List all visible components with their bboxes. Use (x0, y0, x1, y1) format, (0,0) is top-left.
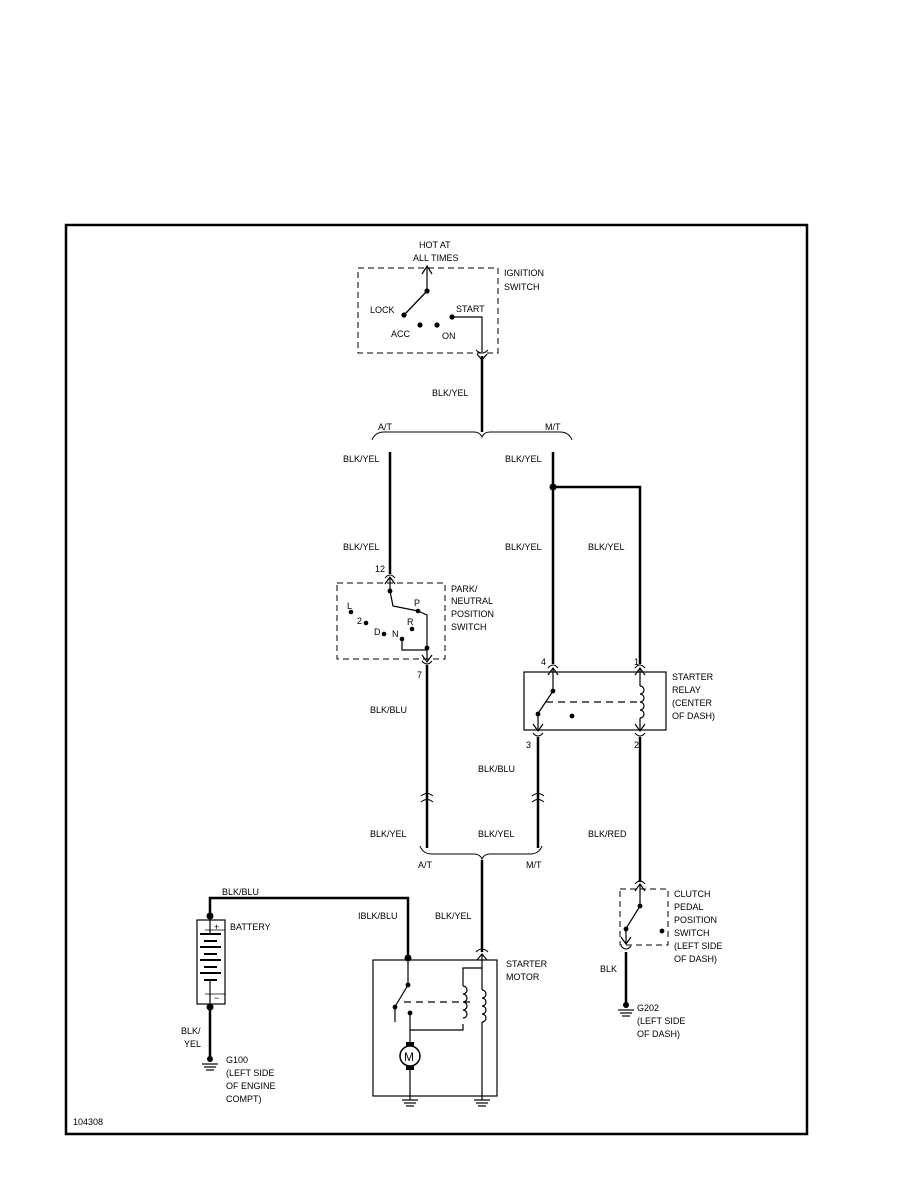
bottom-split-at-label: A/T (418, 860, 433, 870)
bottom-split-mt-label: M/T (526, 860, 542, 870)
g202-label-2: (LEFT SIDE (637, 1016, 685, 1026)
ignition-hot-label-1: HOT AT (419, 240, 451, 250)
wire-label-pnp-lower: BLK/YEL (370, 829, 407, 839)
relay-pin-3: 3 (526, 740, 531, 750)
ground-starter-2-icon (474, 1096, 490, 1107)
wire-label-battery-neg-1: BLK/ (181, 1026, 201, 1036)
g100-label-1: G100 (226, 1055, 248, 1065)
clutch-label-3: POSITION (674, 915, 717, 925)
relay-pin-1: 1 (634, 657, 639, 667)
relay-label-2: RELAY (672, 685, 701, 695)
relay-pin-4: 4 (541, 657, 546, 667)
relay-label-4: OF DASH) (672, 711, 715, 721)
transmission-split-top: A/T M/T (371, 422, 573, 441)
ground-g100-icon (202, 1056, 218, 1071)
wire-label-battery-neg-2: YEL (184, 1039, 201, 1049)
pnp-label-4: SWITCH (451, 622, 487, 632)
wire-label-starter-in: BLK/YEL (435, 911, 472, 921)
wire-label-ign-out: BLK/YEL (432, 388, 469, 398)
pnp-label-3: POSITION (451, 609, 494, 619)
wire-label-battery: BLK/BLU (222, 887, 259, 897)
park-neutral-switch: 12 L 2 D N R P PARK/ NEUTRAL POSITION SW… (336, 564, 494, 680)
ignition-acc-label: ACC (391, 329, 411, 339)
clutch-label-5: (LEFT SIDE (674, 941, 722, 951)
pnp-pin-7: 7 (417, 670, 422, 680)
pnp-pos-d: D (374, 627, 381, 637)
battery-minus: − (214, 993, 219, 1003)
pnp-pin-12: 12 (375, 564, 385, 574)
ignition-lock-label: LOCK (370, 305, 395, 315)
clutch-label-4: SWITCH (674, 928, 710, 938)
starter-motor: IBLK/BLU M STARTER MOTOR (358, 911, 548, 1097)
pnp-pos-l: L (347, 601, 352, 611)
wire-label-relay-3: BLK/BLU (478, 764, 515, 774)
g100-label-2: (LEFT SIDE (226, 1068, 274, 1078)
pnp-pos-2: 2 (357, 616, 362, 626)
clutch-label-2: PEDAL (674, 902, 704, 912)
relay-label-3: (CENTER (672, 698, 712, 708)
wire-label-pnp-out: BLK/BLU (370, 705, 407, 715)
g100-label-3: OF ENGINE (226, 1081, 276, 1091)
ignition-start-label: START (456, 304, 485, 314)
clutch-label-1: CLUTCH (674, 889, 711, 899)
ground-starter-1-icon (402, 1096, 418, 1107)
starter-motor-label-2: MOTOR (506, 972, 540, 982)
relay-pin-2: 2 (634, 740, 639, 750)
top-split-mt-label: M/T (545, 422, 561, 432)
clutch-label-6: OF DASH) (674, 954, 717, 964)
diagram-frame (64, 223, 809, 1136)
pnp-pos-p: P (414, 598, 420, 608)
wire-label-relay-2: BLK/RED (588, 829, 627, 839)
wire-label-starter-battery: IBLK/BLU (358, 911, 398, 921)
ignition-switch-label-1: IGNITION (504, 268, 544, 278)
wire-label-mt-3: BLK/YEL (588, 542, 625, 552)
figure-id: 104308 (73, 1117, 103, 1127)
g202-label-3: OF DASH) (637, 1029, 680, 1039)
g202-label-1: G202 (637, 1003, 659, 1013)
motor-symbol: M (404, 1050, 414, 1064)
pnp-label-2: NEUTRAL (451, 596, 493, 606)
battery: BLK/BLU + − BATTERY BLK/ YEL (181, 887, 410, 1058)
battery-label: BATTERY (230, 922, 271, 932)
wire-label-at-1: BLK/YEL (343, 454, 380, 464)
wire-label-mt-1: BLK/YEL (505, 454, 542, 464)
transmission-split-bottom: A/T M/T (418, 845, 543, 870)
wire-label-relay-3-lower: BLK/YEL (478, 829, 515, 839)
clutch-pedal-switch: CLUTCH PEDAL POSITION SWITCH (LEFT SIDE … (619, 880, 722, 964)
ignition-on-label: ON (442, 331, 456, 341)
wire-label-at-2: BLK/YEL (343, 542, 380, 552)
top-split-at-label: A/T (378, 422, 393, 432)
starter-relay: 4 1 3 2 STARTER RELAY (CENTER OF DASH) (523, 657, 715, 750)
pnp-label-1: PARK/ (451, 584, 478, 594)
ignition-switch: HOT AT ALL TIMES LOCK ACC ON START IGNIT… (357, 240, 544, 361)
ground-g202-icon (618, 1002, 634, 1017)
relay-label-1: STARTER (672, 672, 714, 682)
wire-label-clutch-out: BLK (600, 964, 617, 974)
wire-label-mt-2: BLK/YEL (505, 542, 542, 552)
g100-label-4: COMPT) (226, 1094, 262, 1104)
pnp-pos-r: R (407, 617, 414, 627)
starter-motor-label-1: STARTER (506, 959, 548, 969)
ignition-hot-label-2: ALL TIMES (413, 253, 459, 263)
ignition-switch-label-2: SWITCH (504, 282, 540, 292)
pnp-pos-n: N (392, 629, 399, 639)
battery-plus: + (214, 922, 219, 932)
